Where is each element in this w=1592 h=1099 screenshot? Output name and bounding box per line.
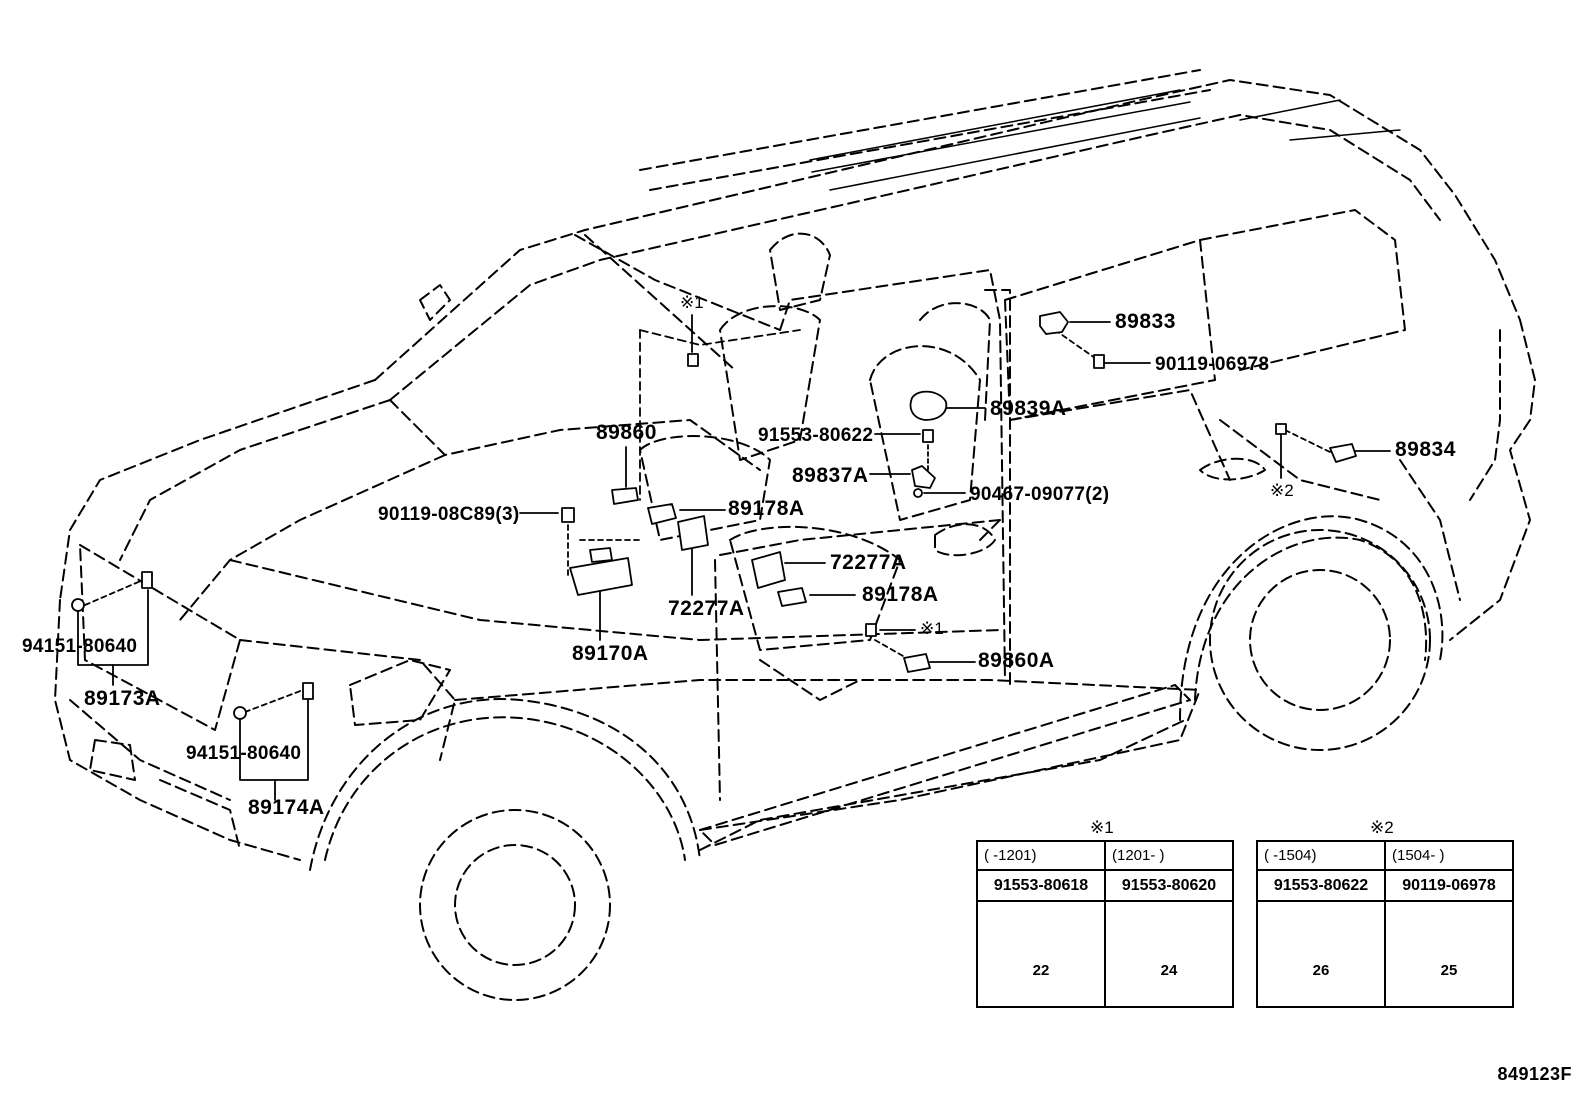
table-2-part-1: 91553-80622 — [1256, 869, 1386, 902]
table-2-range-2: (1504- ) — [1384, 840, 1514, 871]
table-2-dim-1: 26 — [1312, 962, 1330, 979]
label-91553-80622: 91553-80622 — [758, 425, 874, 446]
label-94151-80640-lower: 94151-80640 — [186, 743, 302, 764]
label-90119-08C89: 90119-08C89(3) — [378, 504, 520, 525]
fastener-table-1: ( -1201) (1201- ) 91553-80618 91553-8062… — [976, 840, 1234, 1008]
fastener-table-2: ( -1504) (1504- ) 91553-80622 90119-0697… — [1256, 840, 1514, 1008]
label-72277A-right: 72277A — [830, 551, 907, 574]
table-2-range-1: ( -1504) — [1256, 840, 1386, 871]
label-90467-09077: 90467-09077(2) — [970, 484, 1110, 505]
table-1-dim-1: 22 — [1032, 962, 1050, 979]
label-89173A: 89173A — [84, 687, 161, 710]
label-90119-06978: 90119-06978 — [1155, 354, 1270, 375]
table-2-bolt-cell-2: 25 — [1384, 900, 1514, 1008]
table-1-range-1: ( -1201) — [976, 840, 1106, 871]
label-89834: 89834 — [1395, 438, 1456, 461]
table-1-part-2: 91553-80620 — [1104, 869, 1234, 902]
label-89833: 89833 — [1115, 310, 1176, 333]
leader-lines — [77, 314, 1391, 801]
table-1-range-2: (1201- ) — [1104, 840, 1234, 871]
table-1-part-1: 91553-80618 — [976, 869, 1106, 902]
ref-note-1-lower: ※1 — [920, 619, 944, 638]
table-1-bolt-cell-1: 22 — [976, 900, 1106, 1008]
label-89170A: 89170A — [572, 642, 649, 665]
label-89174A: 89174A — [248, 796, 325, 819]
ref-note-1-upper: ※1 — [680, 293, 704, 312]
label-94151-80640-front: 94151-80640 — [22, 636, 138, 657]
label-72277A-left: 72277A — [668, 597, 745, 620]
label-89839A: 89839A — [990, 397, 1067, 420]
table-1-title: ※1 — [1090, 818, 1114, 837]
table-2-dim-2: 25 — [1440, 962, 1458, 979]
label-89837A: 89837A — [792, 464, 869, 487]
table-2-title: ※2 — [1370, 818, 1394, 837]
table-1-dim-2: 24 — [1160, 962, 1178, 979]
table-2-part-2: 90119-06978 — [1384, 869, 1514, 902]
label-89178A-lower: 89178A — [862, 583, 939, 606]
label-89178A-upper: 89178A — [728, 497, 805, 520]
figure-code: 849123F — [1497, 1064, 1572, 1084]
vehicle-outline — [54, 69, 1536, 1001]
ref-note-2: ※2 — [1270, 481, 1294, 500]
table-1-bolt-cell-2: 24 — [1104, 900, 1234, 1008]
table-2-bolt-cell-1: 26 — [1256, 900, 1386, 1008]
roof-rails — [809, 89, 1401, 191]
label-89860: 89860 — [596, 421, 657, 444]
components — [71, 311, 1357, 720]
label-89860A: 89860A — [978, 649, 1055, 672]
